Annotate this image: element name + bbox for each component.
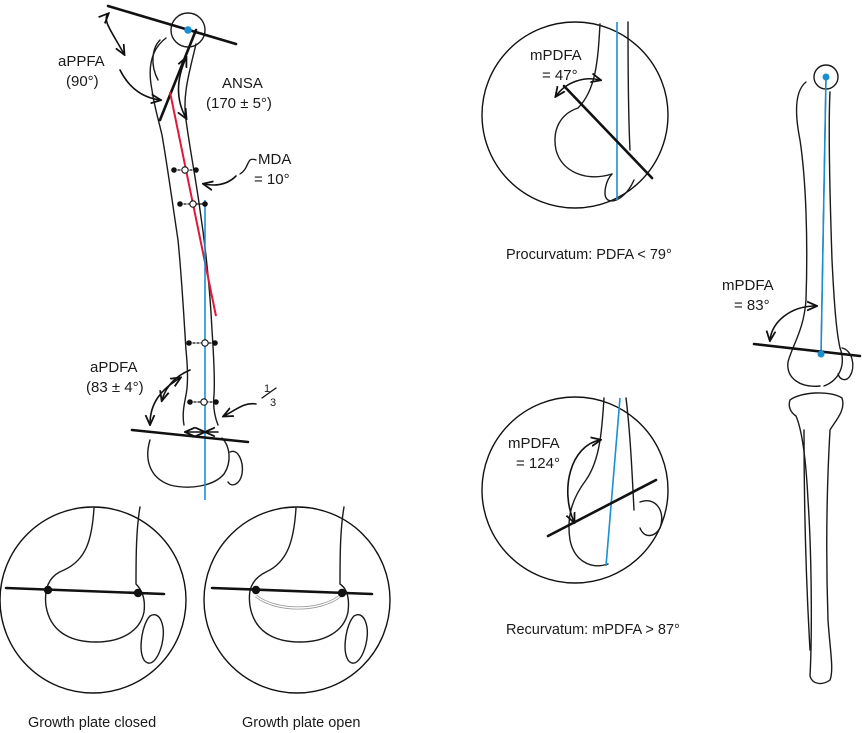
closed-point-lateral <box>133 588 143 598</box>
leg-hip-center <box>822 73 830 81</box>
open-physis-inner <box>255 595 341 609</box>
open-point-lateral <box>337 588 347 598</box>
closed-circle <box>0 506 187 694</box>
growth-plate-open-panel <box>203 506 391 694</box>
leg-patella <box>837 347 854 381</box>
leg-mpdfa-label: mPDFA <box>722 277 774 294</box>
open-point-medial <box>251 585 261 595</box>
appfa-line <box>106 4 238 46</box>
greater-trochanter <box>152 39 161 81</box>
rec-mpdfa-label: mPDFA <box>508 435 560 452</box>
caption-recurvatum: Recurvatum: mPDFA > 87° <box>506 622 680 638</box>
leg-mpdfa-value: = 83° <box>734 297 770 314</box>
rec-femur-post <box>568 397 609 567</box>
pro-patella <box>604 173 635 202</box>
open-femur <box>248 506 350 643</box>
open-joint-line <box>210 586 374 596</box>
recurvatum-circle <box>481 396 669 584</box>
femur-outline-left <box>149 37 189 426</box>
ansa-label: ANSA <box>222 75 263 92</box>
rec-mpdfa-value: = 124° <box>516 455 560 472</box>
appfa-label: aPPFA <box>58 53 105 70</box>
leg-femur-post <box>787 81 821 387</box>
caption-procurvatum: Procurvatum: PDFA < 79° <box>506 247 672 263</box>
leg-angle-arc <box>770 306 816 340</box>
apdfa-value: (83 ± 4°) <box>86 379 144 396</box>
mda-value: = 10° <box>254 171 290 188</box>
closed-femur <box>44 506 146 643</box>
pro-angle-arc <box>556 79 600 96</box>
leg-knee-center <box>817 350 825 358</box>
leg-fibula <box>803 429 811 651</box>
apdfa-arc <box>150 378 180 424</box>
leg-femur-ant <box>823 91 843 387</box>
apdfa-label: aPDFA <box>90 359 138 376</box>
hip-center <box>184 26 192 34</box>
third-pointer <box>224 402 257 416</box>
leg-tibia <box>788 392 844 685</box>
distal-condyle <box>147 437 230 488</box>
procurvatum-panel: mPDFA = 47° <box>481 21 669 209</box>
procurvatum-circle <box>481 21 669 209</box>
caption-closed: Growth plate closed <box>28 715 156 731</box>
pro-mpdfa-value: = 47° <box>542 67 578 84</box>
mda-leader <box>239 158 257 175</box>
rec-patella <box>639 500 663 537</box>
full-leg-panel: mPDFA = 83° <box>722 64 862 685</box>
pro-femur-ant <box>627 21 631 151</box>
leg-mechanical-axis <box>820 76 827 356</box>
mda-pointer <box>204 175 237 185</box>
growth-plate-closed-panel <box>0 506 187 694</box>
caption-open: Growth plate open <box>242 715 361 731</box>
ansa-value: (170 ± 5°) <box>206 95 272 112</box>
rec-angle-arc <box>568 440 600 522</box>
pro-mpdfa-label: mPDFA <box>530 47 582 64</box>
appfa-value: (90°) <box>66 73 99 90</box>
shaft-chords <box>171 166 219 406</box>
mda-label: MDA <box>258 151 291 168</box>
closed-patella <box>140 614 164 664</box>
leg-joint-line <box>752 342 862 358</box>
ansa-arc <box>179 58 187 118</box>
pro-joint-line <box>562 84 654 180</box>
fraction-numerator: 1 <box>264 383 270 395</box>
closed-point-medial <box>43 585 53 595</box>
fraction-bar <box>261 387 277 399</box>
patella <box>227 450 244 486</box>
recurvatum-panel: mPDFA = 124° <box>481 396 669 584</box>
open-circle <box>203 506 391 694</box>
fraction-denominator: 3 <box>270 397 276 409</box>
lateral-femur-panel: aPPFA (90°) ANSA (170 ± 5°) MDA = 10° aP… <box>58 4 291 500</box>
appfa-arc-bottom <box>119 69 160 100</box>
appfa-arc-top <box>106 14 124 54</box>
pro-femur-post <box>554 23 613 178</box>
rec-mechanical-axis <box>605 397 621 567</box>
rec-femur-ant <box>625 397 635 511</box>
open-patella <box>344 614 368 664</box>
open-physis <box>255 594 341 610</box>
